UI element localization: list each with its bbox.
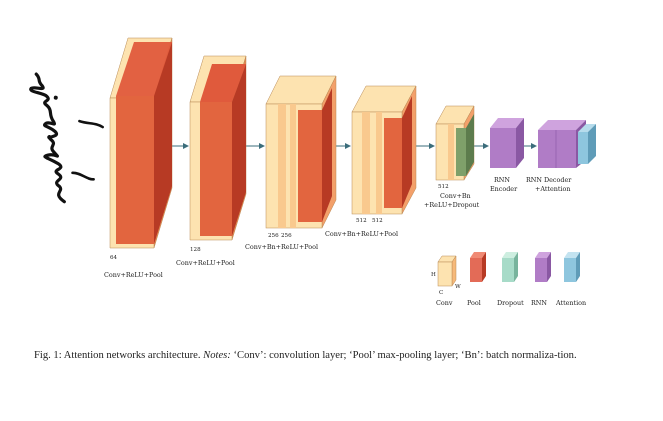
legend-attention-swatch — [564, 252, 580, 282]
conv2-block — [189, 55, 247, 241]
legend-rnn-swatch — [535, 252, 551, 282]
caption-notes-label: Notes: — [203, 350, 231, 361]
conv3-label: Conv+Bn+ReLU+Pool — [245, 243, 318, 251]
conv4-block — [351, 85, 417, 215]
legend-attention-label: Attention — [555, 299, 586, 307]
conv4-label: Conv+Bn+ReLU+Pool — [325, 230, 398, 238]
conv5-label-line1: Conv+Bn — [440, 192, 471, 200]
handwriting-input-image — [29, 72, 104, 204]
conv3-channel-a: 256 — [268, 233, 279, 239]
rnn-decoder-label-line2: +Attention — [535, 185, 570, 193]
legend-dropout-swatch — [502, 252, 518, 282]
caption-body: ‘Conv’: convolution layer; ‘Pool’ max-po… — [230, 350, 577, 361]
legend-conv-swatch — [437, 255, 457, 287]
conv4-channel-a: 512 — [356, 218, 367, 224]
legend-conv-label: Conv — [436, 299, 453, 307]
legend-rnn-label: RNN — [531, 299, 547, 307]
rnn-encoder-label-line1: RNN — [494, 176, 510, 184]
legend-dropout-label: Dropout — [497, 299, 524, 307]
conv1-channels: 64 — [110, 255, 118, 261]
legend-dim-w: W — [455, 284, 461, 290]
rnn-encoder-block — [490, 118, 524, 168]
conv5-channels: 512 — [438, 184, 449, 190]
conv5-label-line2: +ReLU+Dropout — [424, 201, 480, 209]
conv1-block — [109, 37, 173, 249]
conv3-channel-b: 256 — [281, 233, 292, 239]
rnn-decoder-label-line1: RNN Decoder — [526, 176, 572, 184]
legend-pool-swatch — [470, 252, 486, 282]
rnn-encoder-label-line2: Encoder — [490, 185, 518, 193]
caption-prefix: Fig. 1: Attention networks architecture. — [34, 350, 204, 361]
architecture-diagram: 64 Conv+ReLU+Pool 128 Conv+ReLU+Pool 256… — [29, 37, 596, 307]
conv2-channels: 128 — [190, 247, 201, 253]
conv5-block — [435, 105, 475, 181]
legend-dim-h: H — [431, 272, 436, 278]
conv2-label: Conv+ReLU+Pool — [176, 259, 235, 267]
conv1-label: Conv+ReLU+Pool — [104, 271, 163, 279]
conv3-block — [265, 75, 337, 229]
legend-pool-label: Pool — [467, 299, 481, 307]
figure-caption: Fig. 1: Attention networks architecture.… — [34, 349, 624, 363]
rnn-decoder-block — [538, 120, 596, 168]
legend: H W C Conv Pool Dropout RNN Attention — [431, 252, 586, 307]
conv4-channel-b: 512 — [372, 218, 383, 224]
legend-dim-c: C — [439, 290, 443, 296]
